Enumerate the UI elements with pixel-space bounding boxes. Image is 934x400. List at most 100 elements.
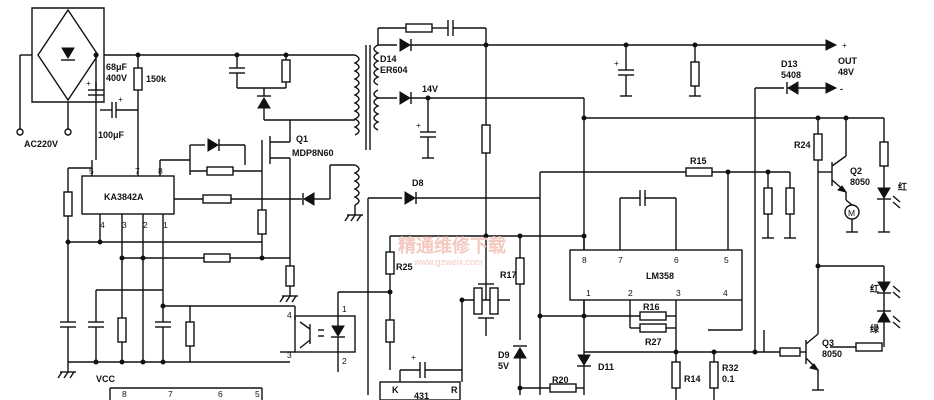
r17-resistor: R17 [500,236,525,312]
led-red-charge: 红 [870,281,901,299]
d13-diode: D13 5408 [755,59,828,95]
svg-text:+: + [118,94,123,104]
r24-resistor: R24 [794,118,823,172]
svg-text:R: R [451,385,458,395]
snubber-diode [190,138,262,176]
v14-label: 14V [422,84,438,94]
tl431-label: 431 [414,391,429,400]
bulk-cap-voltage: 400V [106,73,127,83]
svg-text:1: 1 [163,220,168,230]
d8-label: D8 [412,178,424,188]
out-label: OUT [838,56,858,66]
start-resistor-value: 150k [146,74,167,84]
led-green-label: 绿 [870,323,880,334]
q2-part: 8050 [850,177,870,187]
svg-text:4: 4 [723,288,728,298]
aux-diode [300,192,330,206]
svg-text:+: + [416,120,421,130]
svg-text:+: + [411,352,416,362]
watermark-url: www.gzweix.com [413,257,483,267]
r16-r27-resistors: R16 R27 [540,300,677,347]
svg-text:4: 4 [287,310,292,320]
d14-part: ER604 [380,65,408,75]
r20-label: R20 [552,375,569,385]
r32-label: R32 [722,363,739,373]
out-voltage: 48V [838,67,854,77]
svg-text:2: 2 [342,356,347,366]
fan-motor: M [844,199,860,233]
vcc-header: VCC 8 7 6 5 [96,374,263,400]
svg-text:5: 5 [255,389,260,399]
vcc-capacitor: + 100μF [98,94,138,140]
lm358-label: LM358 [646,271,674,281]
r20-resistor: R20 [520,375,584,393]
primary-snubber [229,55,355,121]
r14-label: R14 [684,374,701,384]
d13-part: 5408 [781,70,801,80]
svg-text:+: + [842,40,847,50]
svg-text:K: K [392,385,399,395]
bridge-rectifier [31,7,105,103]
d9-label: D9 [498,350,510,360]
d9-zener: D9 5V [498,312,527,395]
r17-label: R17 [500,270,517,280]
q3-label: Q3 [822,338,834,348]
svg-text:8: 8 [122,389,127,399]
svg-text:M: M [848,208,855,218]
watermark: 精通维修下载 [398,235,506,256]
svg-text:8: 8 [582,255,587,265]
vcc-cap-value: 100μF [98,130,125,140]
q3-transistor: Q3 8050 [760,328,842,391]
vcc-label: VCC [96,374,116,384]
svg-text:+: + [614,58,619,68]
r27-label: R27 [645,337,662,347]
q1-mosfet: Q1 MDP8N60 [257,120,334,258]
aux-14v-diode: 14V [378,84,584,105]
led-green-charge: 绿 [870,310,901,334]
svg-text:2: 2 [143,220,148,230]
svg-text:5: 5 [724,255,729,265]
pwm-ic-label: KA3842A [104,192,144,202]
svg-text:7: 7 [168,389,173,399]
svg-text:6: 6 [674,255,679,265]
svg-text:1: 1 [342,304,347,314]
r25-resistor: R25 [385,236,413,370]
r16-label: R16 [643,302,660,312]
r15-label: R15 [690,156,707,166]
d14-snubber [377,20,487,45]
tl431-regulator: 431 K R + [379,300,463,400]
r24-label: R24 [794,140,811,150]
junction-dots [65,42,849,391]
start-resistor: 150k [133,55,167,168]
d14-diode: D14 ER604 [378,38,835,75]
q3-part: 8050 [822,349,842,359]
q1-label: Q1 [296,134,308,144]
svg-text:3: 3 [122,220,127,230]
optocoupler: 4 3 1 2 [287,304,356,366]
ac-label: AC220V [24,139,58,149]
svg-text:+: + [86,78,91,88]
svg-text:2: 2 [628,288,633,298]
svg-text:7: 7 [618,255,623,265]
d8-diode: D8 [368,178,540,205]
ac-input: AC220V [16,54,72,149]
led-red-charge-label: 红 [870,283,879,294]
lm358-opamp: LM358 8 7 6 5 1 2 3 4 [569,249,743,301]
d9-voltage: 5V [498,361,509,371]
bulk-capacitor: + 68μF 400V [86,62,128,96]
svg-text:1: 1 [586,288,591,298]
r32-value: 0.1 [722,374,735,384]
d11-label: D11 [598,362,614,372]
led-red-fan: 红 [877,118,907,233]
d14-label: D14 [380,54,397,64]
transformer [329,44,380,222]
q2-label: Q2 [850,166,862,176]
led-red-label: 红 [898,181,907,192]
q1-part: MDP8N60 [292,148,334,158]
svg-text:-: - [840,84,843,94]
q2-transistor: Q2 8050 [818,118,870,200]
svg-text:3: 3 [287,350,292,360]
bulk-cap-value: 68μF [106,62,128,72]
d13-label: D13 [781,59,798,69]
